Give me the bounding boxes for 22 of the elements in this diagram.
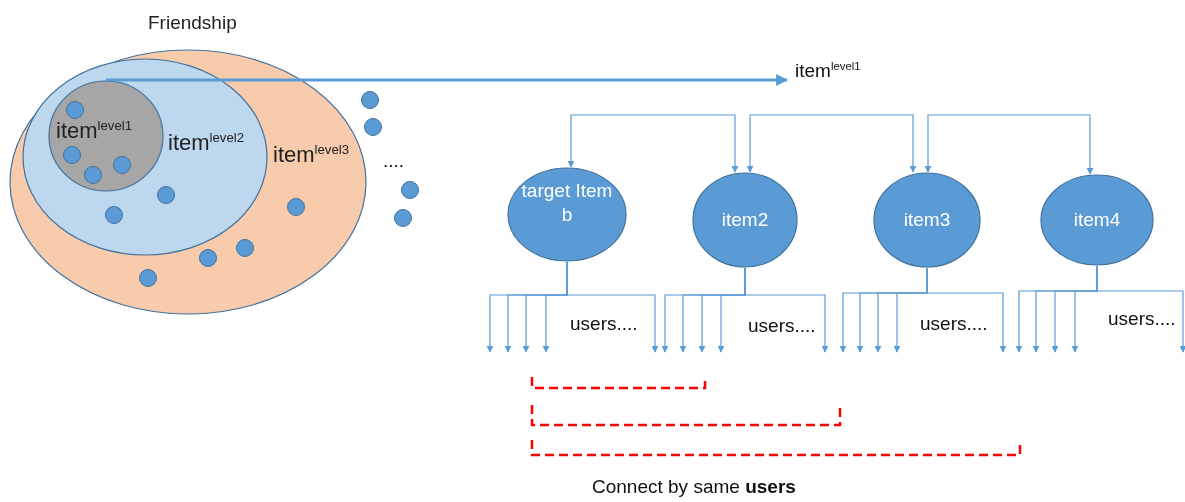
users-text: users.... (1108, 308, 1176, 330)
item-label: item2 (720, 208, 770, 232)
heading-text: Friendship (148, 12, 237, 34)
ellipsis-text: .... (383, 150, 405, 172)
users-text: users.... (920, 313, 988, 335)
arrow (106, 74, 789, 86)
item-label: target Item b (520, 179, 614, 227)
ellipse-label: item$^{level2}$ (168, 130, 245, 157)
ellipse-label: item$^{level3}$ (273, 142, 350, 169)
caption: Connect by same users (592, 476, 796, 498)
arrow (746, 114, 917, 173)
arrow (744, 267, 829, 353)
item-label: item3 (902, 208, 952, 232)
users-text: users.... (748, 315, 816, 337)
arrow (567, 114, 739, 173)
arrow (1096, 265, 1185, 353)
item-text: item$^{level1}$ (795, 60, 861, 83)
circle-label: item$^{level1}$ (56, 118, 133, 145)
users-text: users.... (570, 313, 638, 335)
item-label: item4 (1072, 208, 1122, 232)
arrow (924, 114, 1094, 175)
arrow (926, 267, 1007, 353)
